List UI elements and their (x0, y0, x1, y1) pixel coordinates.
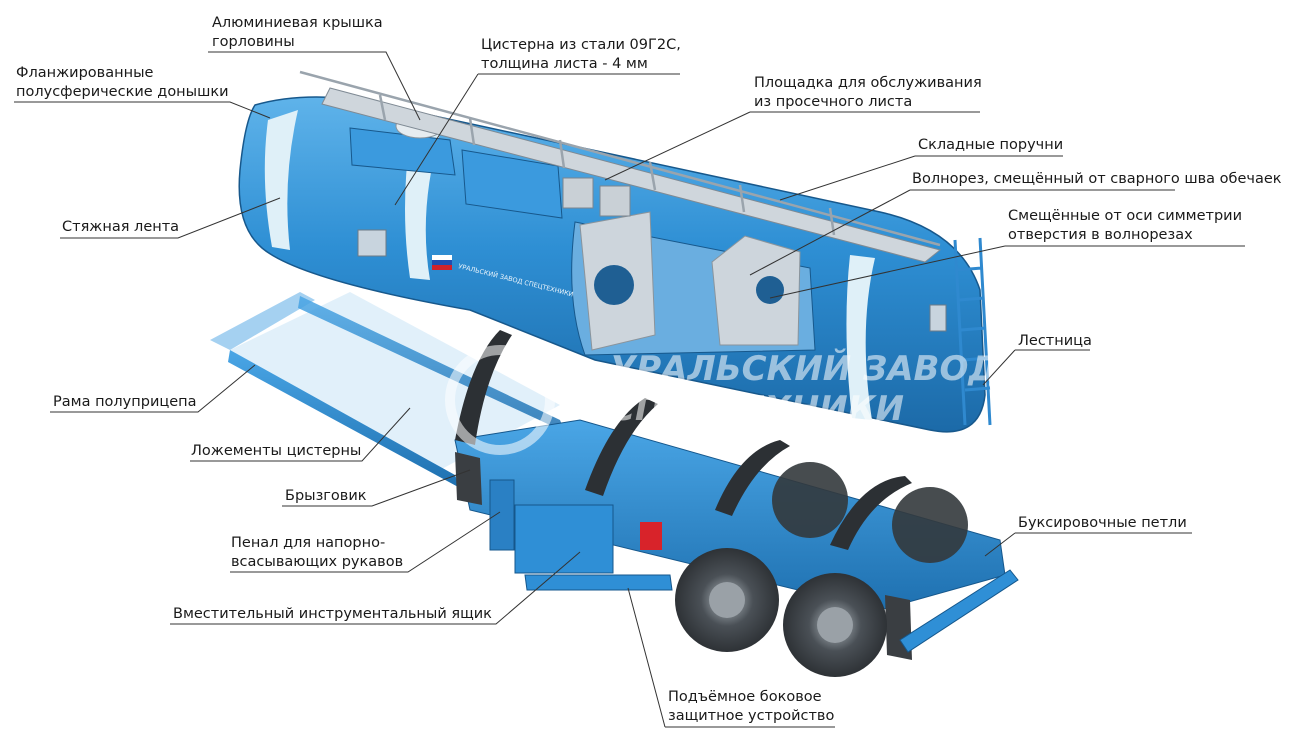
cradle-4 (830, 476, 912, 550)
leader-steel (394, 73, 680, 206)
watermark: УРАЛЬСКИЙ ЗАВОД СПЕЦТЕХНИКИ (445, 345, 999, 455)
leader-platform (604, 111, 980, 181)
label-steel: Цистерна из стали 09Г2С, толщина листа -… (481, 37, 681, 72)
wheel-4 (892, 487, 968, 563)
leader-towing (984, 532, 1192, 557)
label-ladder: Лестница (1018, 333, 1092, 349)
leader-holes (769, 245, 1245, 299)
leader-flanged (14, 101, 271, 119)
leader-lid (208, 51, 421, 121)
svg-text:УРАЛЬСКИЙ ЗАВОД: УРАЛЬСКИЙ ЗАВОД (610, 348, 999, 389)
label-cradles: Ложементы цистерны (191, 443, 362, 459)
tank-band-1 (264, 110, 298, 250)
flag-icon (432, 255, 452, 270)
wheels (675, 462, 968, 677)
control-box-2 (599, 185, 631, 217)
control-box-1 (562, 177, 594, 209)
frame-front (210, 292, 315, 350)
leader-frame (50, 364, 256, 413)
label-platform: Площадка для обслуживания из просечного … (754, 75, 982, 110)
leader-lines (14, 51, 1245, 728)
watermark-logo-icon (445, 345, 555, 455)
side-guard (524, 574, 673, 591)
label-towing: Буксировочные петли (1018, 515, 1187, 531)
frame-rail-left (228, 350, 460, 488)
breakwater-hole-2 (756, 276, 784, 304)
label-rails: Складные поручни (918, 137, 1064, 153)
hazard-sign (640, 522, 662, 550)
frame-rail-right (298, 296, 565, 432)
label-toolbox: Вместительный инструментальный ящик (173, 606, 492, 622)
cradle-3 (715, 440, 790, 516)
wheel-1-hub (709, 582, 745, 618)
side-panel-rear (929, 304, 947, 332)
mudflap (455, 452, 482, 505)
wheel-3 (772, 462, 848, 538)
label-holes: Смещённые от оси симметрии отверстия в в… (1008, 208, 1242, 243)
handrails (299, 70, 941, 247)
leader-hose (230, 511, 501, 573)
leader-cradles (190, 407, 411, 462)
service-platform (321, 87, 942, 263)
semi-trailer-frame (210, 292, 1019, 660)
wheel-2-hub (817, 607, 853, 643)
label-lid: Алюминиевая крышка горловины (212, 15, 383, 50)
ladder (953, 237, 992, 426)
breakwater-hole-1 (594, 265, 634, 305)
label-breakwater: Волнорез, смещённый от сварного шва обеч… (912, 171, 1282, 187)
breakwater-plate-2 (711, 235, 801, 346)
leader-mudflap (282, 469, 471, 507)
svg-text:СПЕЦТЕХНИКИ: СПЕЦТЕХНИКИ (610, 389, 904, 429)
leader-toolbox (170, 551, 581, 625)
toolbox (514, 504, 614, 574)
hatch-box-2 (461, 149, 563, 219)
label-side-guard: Подъёмное боковое защитное устройство (668, 689, 835, 724)
tank-band-3 (846, 255, 875, 420)
leader-band (60, 197, 281, 239)
label-hose: Пенал для напорно- всасывающих рукавов (231, 535, 404, 570)
leader-rails (779, 155, 1063, 201)
hose-tube (489, 479, 515, 551)
leader-ladder (982, 349, 1090, 386)
cradle-1 (455, 330, 512, 445)
tank: УРАЛЬСКИЙ ЗАВОД СПЕЦТЕХНИКИ (238, 70, 992, 433)
side-panel (357, 229, 387, 257)
label-flanged: Фланжированные полусферические донышки (16, 65, 229, 100)
towing-bar (899, 569, 1019, 653)
label-mudflap: Брызговик (285, 488, 367, 504)
label-band: Стяжная лента (62, 219, 180, 235)
leader-side-guard (627, 587, 835, 728)
cradle-2 (585, 398, 658, 496)
label-frame: Рама полуприцепа (53, 394, 197, 410)
leader-breakwater (749, 189, 1175, 276)
